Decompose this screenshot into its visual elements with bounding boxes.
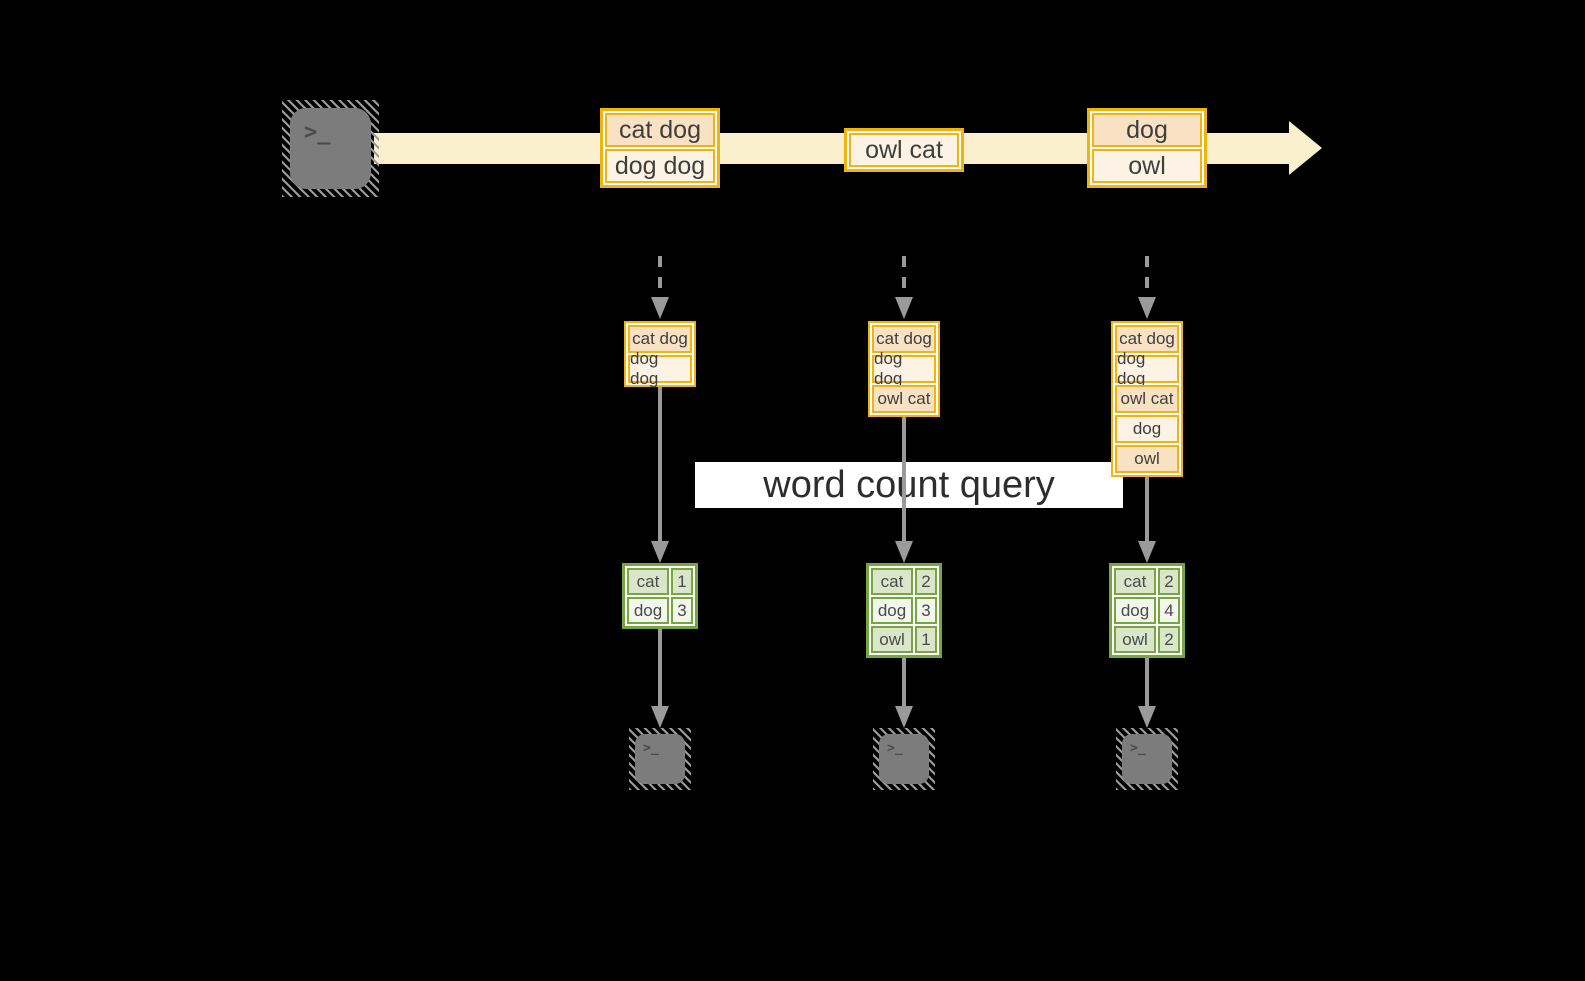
arrowhead-icon — [1138, 297, 1156, 319]
terminal-screen: >_ — [635, 734, 685, 784]
log-event: dog — [1115, 415, 1179, 443]
table-row: cat 1 — [627, 568, 693, 595]
dashed-arrow-line — [902, 256, 906, 298]
arrowhead-icon — [651, 706, 669, 728]
stream-event: dog dog — [605, 149, 715, 183]
arrowhead-icon — [651, 297, 669, 319]
word-count-table-2: cat 2 dog 3 owl 1 — [866, 563, 942, 658]
event-log-stack-1: cat dog dog dog — [624, 321, 696, 388]
table-row: dog 4 — [1114, 597, 1180, 624]
table-row: cat 2 — [1114, 568, 1180, 595]
log-event: dog dog — [628, 349, 692, 388]
arrowhead-icon — [651, 541, 669, 563]
stream-arrowhead-icon — [1289, 121, 1322, 175]
arrow-line — [658, 387, 662, 541]
word-cell: dog — [871, 597, 913, 624]
log-event: dog dog — [872, 349, 936, 388]
word-cell: owl — [1114, 626, 1156, 653]
arrow-line — [902, 658, 906, 707]
table-row: cat 2 — [871, 568, 937, 595]
stream-event-group-1: cat dog dog dog — [600, 108, 720, 188]
word-cell: dog — [1114, 597, 1156, 624]
arrow-line — [1145, 658, 1149, 707]
dashed-arrow-line — [658, 256, 662, 298]
word-count-table-1: cat 1 dog 3 — [622, 563, 698, 629]
count-cell: 1 — [915, 626, 937, 653]
output-terminal-icon-1: >_ — [629, 728, 691, 790]
arrowhead-icon — [1138, 541, 1156, 563]
stream-event-group-2: owl cat — [844, 128, 964, 172]
arrow-line — [658, 629, 662, 707]
table-row: dog 3 — [627, 597, 693, 624]
word-cell: owl — [871, 626, 913, 653]
output-terminal-icon-2: >_ — [873, 728, 935, 790]
stream-event: owl — [1092, 149, 1202, 183]
log-event: cat dog — [1115, 325, 1179, 353]
count-cell: 1 — [671, 568, 693, 595]
table-row: owl 1 — [871, 626, 937, 653]
count-cell: 2 — [1158, 626, 1180, 653]
event-log-stack-3: cat dog dog dog owl cat dog owl — [1111, 321, 1183, 477]
terminal-prompt-glyph: >_ — [887, 741, 903, 756]
count-cell: 3 — [915, 597, 937, 624]
count-cell: 2 — [915, 568, 937, 595]
log-event: owl cat — [1115, 385, 1179, 413]
terminal-screen: >_ — [1122, 734, 1172, 784]
log-event: cat dog — [872, 325, 936, 353]
word-cell: cat — [871, 568, 913, 595]
query-label: word count query — [763, 463, 1055, 506]
count-cell: 3 — [671, 597, 693, 624]
log-event: dog dog — [1115, 349, 1179, 388]
query-label-banner: word count query — [695, 462, 1123, 508]
word-count-table-3: cat 2 dog 4 owl 2 — [1109, 563, 1185, 658]
dashed-arrow-line — [1145, 256, 1149, 298]
arrowhead-icon — [895, 297, 913, 319]
terminal-screen: >_ — [879, 734, 929, 784]
source-terminal-icon: >_ — [282, 100, 379, 197]
table-row: owl 2 — [1114, 626, 1180, 653]
stream-event: cat dog — [605, 113, 715, 147]
arrow-line — [902, 417, 906, 541]
output-terminal-icon-3: >_ — [1116, 728, 1178, 790]
terminal-screen: >_ — [290, 108, 371, 189]
arrowhead-icon — [895, 706, 913, 728]
word-cell: dog — [627, 597, 669, 624]
event-log-stack-2: cat dog dog dog owl cat — [868, 321, 940, 417]
terminal-prompt-glyph: >_ — [1130, 741, 1146, 756]
stream-event: dog — [1092, 113, 1202, 147]
table-row: dog 3 — [871, 597, 937, 624]
terminal-prompt-glyph: >_ — [643, 741, 659, 756]
log-event: owl — [1115, 445, 1179, 473]
log-event: cat dog — [628, 325, 692, 353]
arrowhead-icon — [1138, 706, 1156, 728]
word-cell: cat — [1114, 568, 1156, 595]
count-cell: 2 — [1158, 568, 1180, 595]
arrow-line — [1145, 477, 1149, 541]
count-cell: 4 — [1158, 597, 1180, 624]
log-event: owl cat — [872, 385, 936, 413]
terminal-prompt-glyph: >_ — [304, 120, 331, 145]
stream-event: owl cat — [849, 133, 959, 167]
arrowhead-icon — [895, 541, 913, 563]
stream-event-group-3: dog owl — [1087, 108, 1207, 188]
word-cell: cat — [627, 568, 669, 595]
